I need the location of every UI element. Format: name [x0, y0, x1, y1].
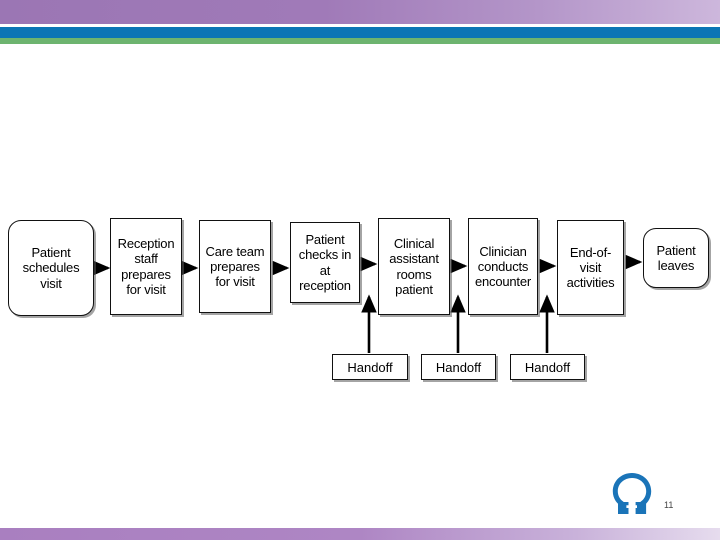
header-green-band — [0, 38, 720, 44]
flow-node-clinician-conducts-encounter[interactable]: Clinician conducts encounter — [468, 218, 538, 315]
handoff-label: Handoff — [347, 359, 393, 375]
slide-header-bands — [0, 0, 720, 46]
flow-node-end-of-visit-activities[interactable]: End-of-visit activities — [557, 220, 624, 315]
header-blue-band — [0, 27, 720, 38]
flow-node-handoff-1[interactable]: Handoff — [332, 354, 408, 380]
flow-node-reception-staff-prepares[interactable]: Reception staff prepares for visit — [110, 218, 182, 315]
flow-node-handoff-3[interactable]: Handoff — [510, 354, 585, 380]
slide-footer-band — [0, 528, 720, 540]
flow-node-label: Care team prepares for visit — [205, 243, 265, 290]
flow-node-patient-checks-in[interactable]: Patient checks in at reception — [290, 222, 360, 303]
flow-node-label: Patient leaves — [656, 242, 696, 273]
handoff-label: Handoff — [435, 359, 482, 375]
flow-node-label: Clinical assistant rooms patient — [389, 236, 439, 297]
header-white-gap — [0, 24, 720, 27]
flow-node-handoff-2[interactable]: Handoff — [421, 354, 496, 380]
flow-node-patient-leaves[interactable]: Patient leaves — [643, 228, 709, 288]
header-purple-band — [0, 0, 720, 24]
flow-node-care-team-prepares[interactable]: Care team prepares for visit — [199, 220, 271, 313]
flow-node-clinical-assistant-rooms-patient[interactable]: Clinical assistant rooms patient — [378, 218, 450, 315]
flow-node-label: Reception staff prepares for visit — [117, 236, 175, 297]
flow-node-label: Patient checks in at reception — [298, 232, 352, 293]
flow-node-label: Clinician conducts encounter — [474, 243, 532, 290]
flow-node-label: End-of-visit activities — [566, 244, 615, 291]
handoff-label: Handoff — [524, 359, 571, 375]
quality-omega-logo-icon — [612, 473, 652, 514]
flow-node-label: Patient schedules visit — [22, 245, 80, 291]
page-number: 11 — [664, 500, 674, 510]
flow-node-patient-schedules-visit[interactable]: Patient schedules visit — [8, 220, 94, 316]
